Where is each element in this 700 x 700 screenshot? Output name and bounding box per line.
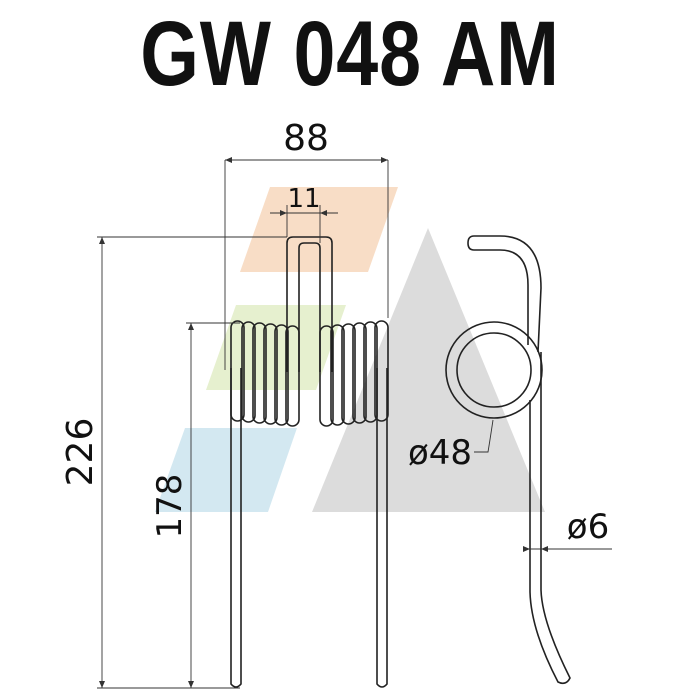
side-leg-down [529,352,571,685]
left-leg [230,368,242,688]
coil-outer-circle [445,321,543,419]
center-loop-outer [286,236,333,372]
watermark-blue-stripe [155,428,297,512]
part-number-title: GW 048 AM [140,3,560,105]
center-loop-inner [298,242,321,372]
side-view [445,235,571,685]
side-leg-outer [467,235,542,353]
coil-inner-circle [456,332,532,408]
dim-48-leader [474,419,494,453]
front-view [230,236,389,688]
watermark-orange-stripe [240,187,398,272]
watermark-grey-triangle [312,228,545,512]
dimension-arrows [99,157,548,688]
dim-6-label: ø6 [567,507,609,547]
right-leg [376,368,388,688]
right-coil [319,320,389,427]
dim-48-label: ø48 [408,433,472,473]
dim-88-label: 88 [283,118,329,159]
watermark-logo [155,187,545,512]
dim-11-label: 11 [287,184,320,214]
left-coil [230,320,300,427]
dim-178-label: 178 [150,474,190,539]
watermark-green-stripe [206,305,346,390]
dim-226-label: 226 [60,418,101,487]
